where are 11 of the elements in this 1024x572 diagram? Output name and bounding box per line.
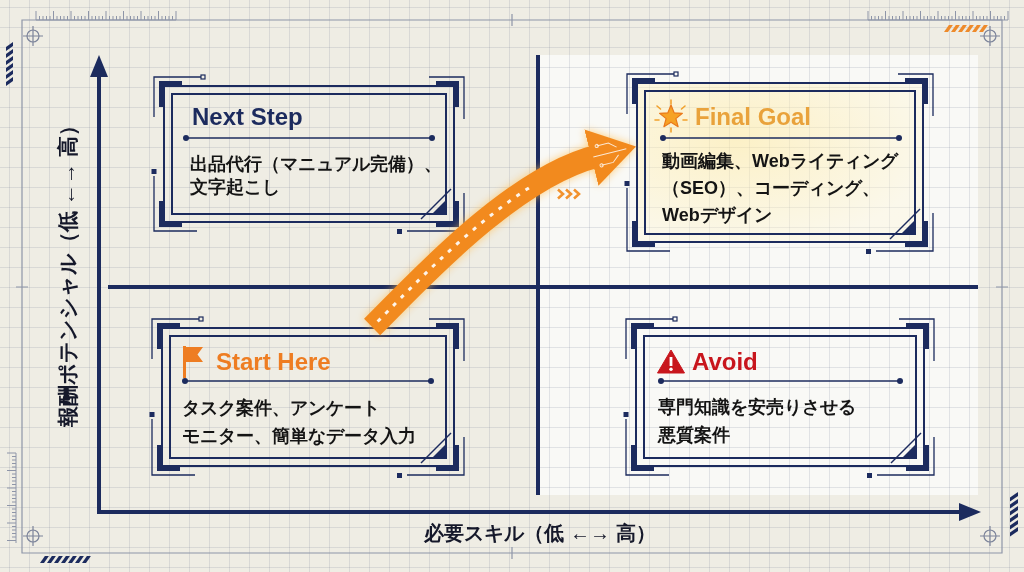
card-title: Next Step — [192, 102, 303, 132]
card-body: タスク案件、アンケートモニター、簡単なデータ入力 — [182, 397, 417, 448]
card-title: Start Here — [216, 347, 331, 377]
axis-label: 報酬ポテンシャル（低 ←→ 高） — [55, 115, 80, 427]
card-body: 専門知識を安売りさせる悪質案件 — [658, 396, 857, 447]
axis-label: 必要スキル（低 ←→ 高） — [424, 521, 656, 546]
curved-arrow — [363, 129, 636, 336]
card-title: Avoid — [692, 347, 758, 377]
card-title: Final Goal — [695, 102, 811, 132]
card-body: 出品代行（マニュアル完備）、文字起こし — [190, 153, 443, 199]
card-body: 動画編集、Webライティング（SEO）、コーディング、Webデザイン — [662, 150, 900, 227]
